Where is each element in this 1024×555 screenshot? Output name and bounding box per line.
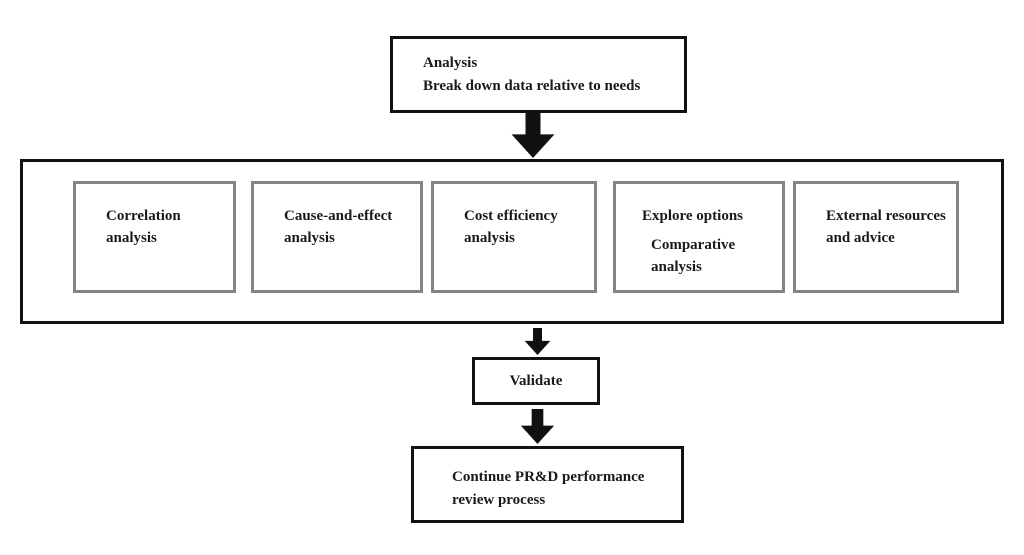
stage-box-label: Correlation analysis [106, 208, 181, 246]
validate-box: Validate [472, 357, 600, 405]
stage-box-cost-efficiency-analysis: Cost efficiency analysis [431, 181, 597, 293]
analysis-box-title: Analysis [423, 55, 478, 71]
stage-box-label-secondary: Comparative analysis [651, 237, 736, 275]
arrow-down-icon [520, 328, 555, 355]
stage-box-correlation-analysis: Correlation analysis [73, 181, 236, 293]
continue-process-box: Continue PR&D performance review process [411, 446, 684, 523]
stage-box-label: Cause-and-effect analysis [284, 208, 393, 246]
continue-process-label: Continue PR&D performance review process [452, 469, 645, 508]
analysis-methods-group-box: Correlation analysis Cause-and-effect an… [20, 159, 1004, 324]
stage-box-label: External resources and advice [826, 208, 946, 246]
stage-box-explore-options: Explore options Comparative analysis [613, 181, 785, 293]
arrow-down-icon [511, 113, 555, 158]
validate-box-label: Validate [509, 372, 563, 389]
stage-box-external-resources: External resources and advice [793, 181, 959, 293]
stage-box-label: Explore options [642, 208, 743, 224]
stage-box-cause-and-effect-analysis: Cause-and-effect analysis [251, 181, 423, 293]
stage-box-label: Cost efficiency analysis [464, 208, 558, 246]
analysis-box-subtitle: Break down data relative to needs [423, 78, 641, 94]
analysis-box: Analysis Break down data relative to nee… [390, 36, 687, 113]
arrow-down-icon [519, 409, 556, 444]
